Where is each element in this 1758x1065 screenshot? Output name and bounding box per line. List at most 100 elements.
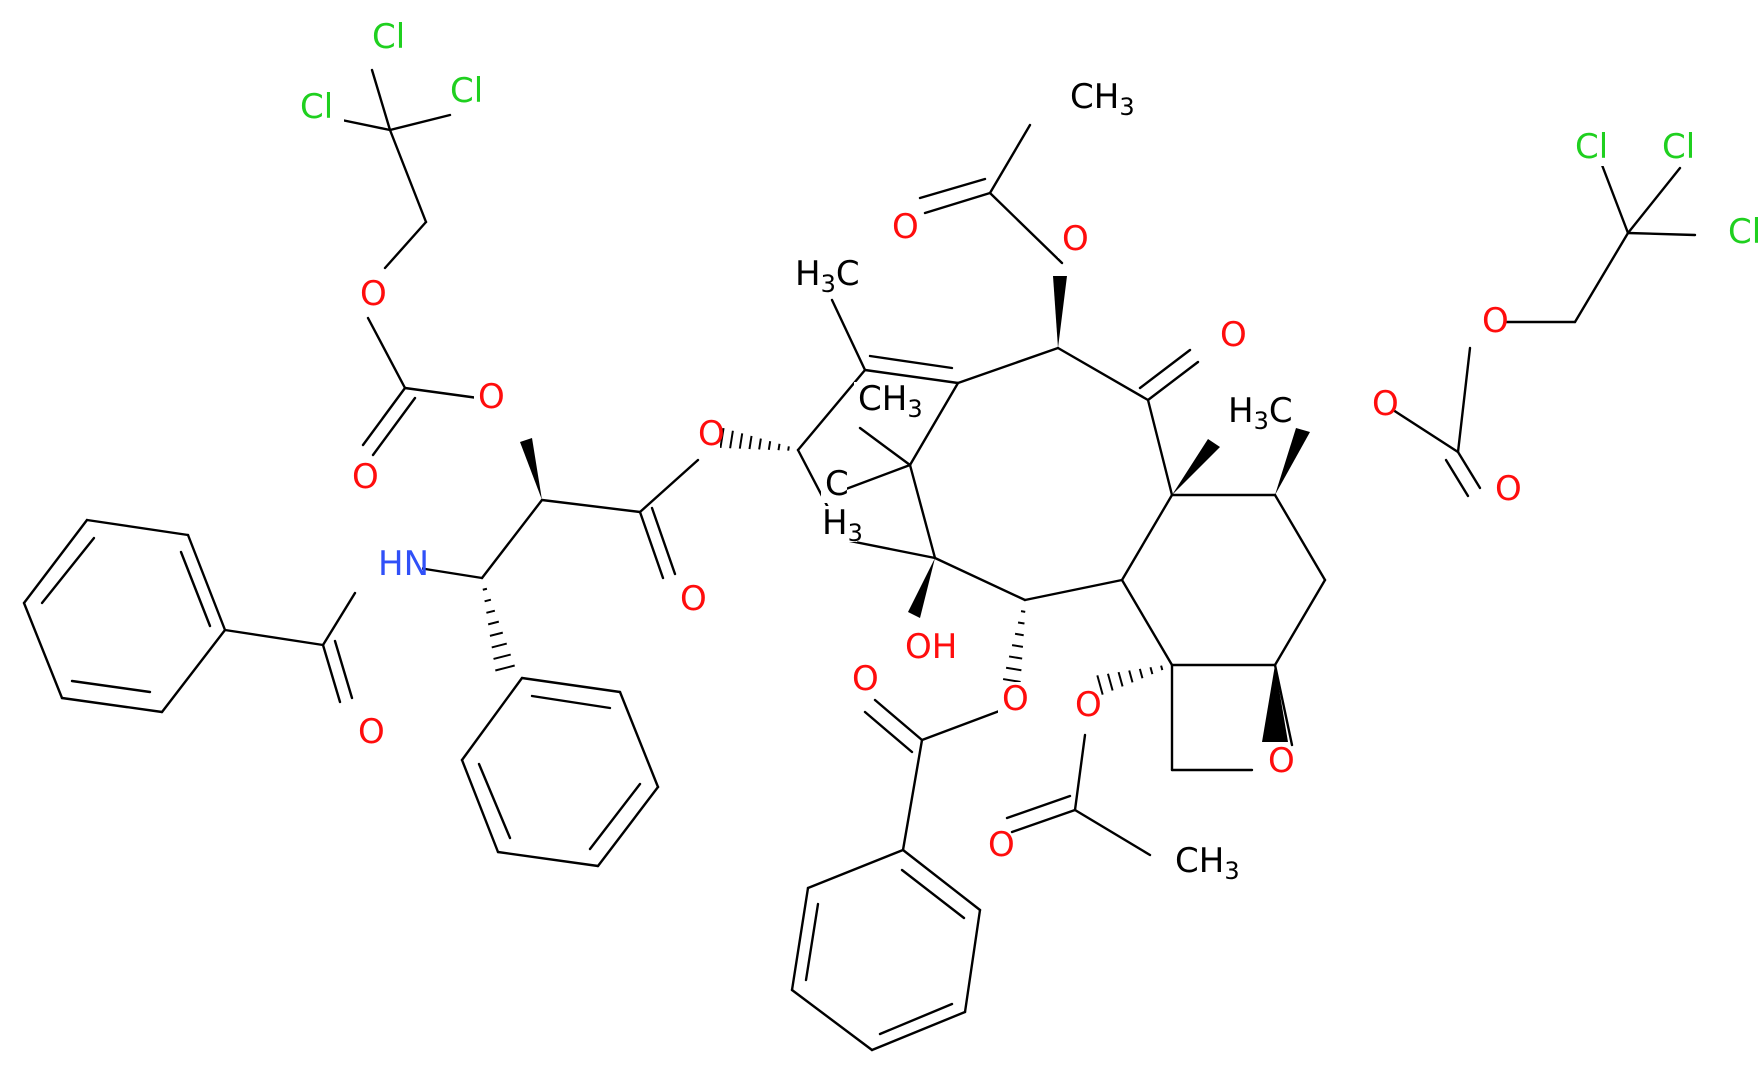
atom-o_lc3: O (348, 457, 379, 497)
atom-symbol: O (1220, 315, 1247, 355)
atom-symbol: Cl (1728, 212, 1758, 252)
hash-stroke (1128, 670, 1134, 683)
atom-symbol: Cl (1662, 127, 1695, 167)
atom-label-o: O (358, 712, 385, 752)
atom-symbol: O (1002, 679, 1029, 719)
atom-oh: OH (901, 627, 957, 667)
atom-symbol: O (698, 414, 725, 454)
atom-symbol: O (1495, 469, 1522, 509)
atom-symbol: O (988, 825, 1015, 865)
atom-o_rc3: O (1478, 301, 1509, 341)
atom-o_amide: O (354, 712, 385, 752)
atom-symbol: Cl (450, 71, 483, 111)
hash-stroke (1002, 678, 1021, 683)
atom-symbol: H (795, 254, 821, 294)
hash-stroke (487, 620, 500, 626)
atom-label-background (1491, 472, 1517, 508)
atom-label-background (374, 547, 422, 583)
hash-stroke (1011, 644, 1024, 648)
atom-symbol: O (358, 712, 385, 752)
atom-cl2: Cl (446, 71, 494, 111)
atom-symbol: HN (378, 544, 429, 584)
atom-label-c: H3C (795, 254, 860, 299)
hash-stroke (491, 642, 508, 649)
atom-tail: C (1269, 391, 1293, 431)
atom-cl5: Cl (1658, 127, 1706, 167)
atom-o_ketone: O (1216, 315, 1247, 355)
hash-stroke (748, 435, 753, 450)
hash-stroke (729, 430, 734, 449)
atom-label-background (888, 210, 914, 246)
hash-stroke (738, 433, 744, 449)
atom-subscript: 3 (1224, 857, 1239, 885)
atom-symbol: O (1075, 685, 1102, 725)
atom-label-o: O (680, 579, 707, 619)
atom-label-background (984, 828, 1010, 864)
atom-o_lc1: O (356, 274, 387, 314)
atom-symbol: OH (905, 627, 957, 667)
atom-label-cl: Cl (1575, 127, 1608, 167)
atom-label-background (354, 715, 380, 751)
atom-label-o: O (1062, 219, 1089, 259)
atom-label-background (1571, 130, 1619, 166)
atom-subscript: 3 (821, 270, 836, 298)
hash-stroke (767, 441, 772, 450)
atom-cl3: Cl (296, 87, 344, 127)
atom-symbol: O (1268, 741, 1295, 781)
atom-o_oxetane: O (1264, 741, 1295, 781)
atom-label-o: O (478, 377, 505, 417)
atom-cl6: Cl (1724, 212, 1758, 252)
atom-label-background (368, 20, 416, 56)
atom-h3c_top: H3C (791, 254, 860, 299)
bond-layer (22, 68, 1697, 1052)
atom-symbol: Cl (1575, 127, 1608, 167)
atom-label-o: O (1268, 741, 1295, 781)
atom-o_ac2b: O (984, 825, 1015, 865)
atom-label-background (1478, 304, 1504, 340)
atom-o_ac2a: O (1071, 685, 1102, 725)
atom-label-background (1171, 844, 1233, 880)
atom-symbol: O (680, 579, 707, 619)
atom-symbol: O (352, 457, 379, 497)
atom-label-background (1066, 80, 1128, 116)
atom-label-o: O (988, 825, 1015, 865)
atom-label-background (1224, 394, 1286, 430)
hash-stroke (1005, 666, 1022, 672)
hashed-bond (482, 587, 515, 672)
hash-stroke (482, 587, 488, 591)
atom-label-o: O (352, 457, 379, 497)
atom-label-background (1724, 215, 1758, 251)
hash-stroke (484, 598, 492, 603)
atom-label-cl: Cl (372, 17, 405, 57)
hash-stroke (1008, 655, 1023, 660)
atom-label-c: CH3 (1070, 77, 1135, 122)
atom-symbol: O (1482, 301, 1509, 341)
atom-label-o: O (360, 274, 387, 314)
atom-label-background (848, 662, 874, 698)
atom-label-background (901, 630, 949, 666)
atom-o_bz1: O (998, 679, 1029, 719)
atom-symbol: CH (1070, 77, 1119, 117)
atom-symbol: O (852, 659, 879, 699)
atom-o_ac1a: O (1058, 219, 1089, 259)
atom-ch3_ac2: CH3 (1171, 841, 1240, 886)
atom-o_ester2: O (676, 579, 707, 619)
atom-label-background (1264, 744, 1290, 780)
hash-stroke (1017, 621, 1025, 625)
hash-stroke (1096, 675, 1104, 695)
atom-label-background (1058, 222, 1084, 258)
atom-c_mid: C (821, 464, 849, 504)
atom-label-o: O (1482, 301, 1509, 341)
atom-label-background (348, 460, 374, 496)
atom-label-background (296, 90, 344, 126)
hash-stroke (493, 653, 511, 660)
atom-label-background (821, 467, 847, 503)
atom-symbol: Cl (300, 87, 333, 127)
atom-tail: C (836, 254, 860, 294)
atom-subscript: 3 (907, 395, 922, 423)
atom-label-c: CH3 (1175, 841, 1240, 886)
hash-stroke (1117, 671, 1124, 687)
hashed-bond (719, 427, 790, 451)
atom-label-o: OH (905, 627, 957, 667)
